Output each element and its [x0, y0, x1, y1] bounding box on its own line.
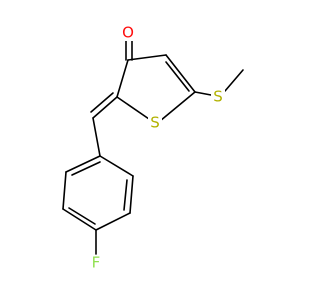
methylthio-sulfur-label-bg — [211, 89, 225, 105]
bond-c5-s-methylthio — [194, 91, 212, 96]
oxygen-label: O — [122, 24, 134, 42]
oxygen-label-bg — [121, 25, 135, 41]
fluorine-label-bg — [89, 255, 103, 271]
bond-c3-c2 — [116, 59, 129, 98]
bond-c2-methylidene-double — [90, 92, 114, 113]
bond-methylidene-aryl — [92, 117, 101, 157]
structure-drawing: O S S F — [62, 24, 244, 272]
bond-ar4-ar5 — [62, 208, 97, 231]
bond-ar4-ar5-inner — [68, 207, 96, 225]
bond-s1-c2 — [116, 96, 150, 120]
structure-canvas: O S S F — [62, 24, 244, 272]
bond-ar1-ar2 — [99, 155, 134, 177]
bond-ar2-ar3 — [129, 175, 134, 214]
bond-ar6-ar1 — [65, 155, 101, 173]
bond-ar2-ar3-inner — [123, 179, 128, 211]
bond-c2-methylidene — [92, 96, 118, 119]
bond-c4-c5-double — [165, 61, 190, 92]
fluorine-label: F — [92, 254, 101, 272]
bond-c5-s1 — [159, 91, 196, 122]
bond-c4-c5 — [165, 54, 196, 93]
bond-c3-c4 — [127, 54, 167, 61]
bond-ar5-ar6 — [62, 171, 67, 210]
ring-sulfur-label-bg — [148, 115, 162, 131]
bond-s-methyl — [224, 69, 244, 92]
methylthio-sulfur-label: S — [213, 88, 223, 106]
ring-sulfur-label: S — [150, 114, 160, 132]
bond-ar3-ar4 — [95, 212, 131, 231]
bond-ar6-ar1-inner — [71, 161, 101, 176]
